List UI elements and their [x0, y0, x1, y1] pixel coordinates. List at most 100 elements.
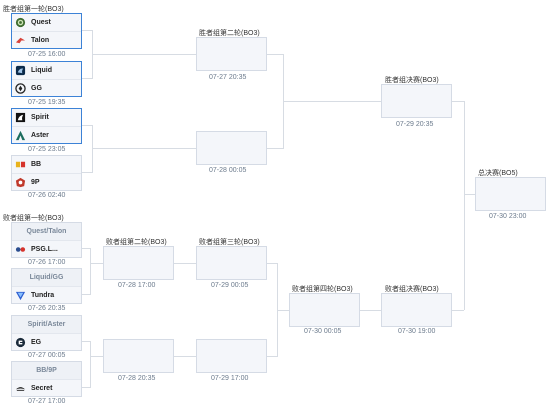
- team-row[interactable]: PSG.L...: [12, 240, 81, 257]
- bracket-connector: [90, 356, 103, 357]
- bracket-connector: [82, 172, 92, 173]
- pending-teams-label: Quest/Talon: [12, 223, 81, 240]
- bracket-connector: [82, 78, 92, 79]
- match-time: 07-30 23:00: [489, 213, 527, 220]
- team-name: GG: [31, 84, 42, 92]
- team-name: Tundra: [31, 291, 55, 299]
- team-row[interactable]: Talon: [12, 31, 81, 48]
- talon-logo-icon: [15, 35, 26, 46]
- match-time: 07-26 17:00: [28, 259, 66, 266]
- match-time: 07-28 20:35: [118, 375, 156, 382]
- match-time: 07-27 17:00: [28, 398, 66, 405]
- bracket-connector: [452, 310, 464, 311]
- 9p-logo-icon: [15, 177, 26, 188]
- match-time: 07-30 19:00: [398, 328, 436, 335]
- losers-round4-match[interactable]: [289, 293, 360, 327]
- team-row[interactable]: EG: [12, 333, 81, 350]
- bracket-connector: [90, 263, 103, 264]
- team-row[interactable]: Quest: [12, 14, 81, 31]
- bracket-connector: [82, 248, 90, 249]
- bracket-connector: [90, 248, 91, 295]
- match-time: 07-27 20:35: [209, 74, 247, 81]
- team-name: Talon: [31, 36, 50, 44]
- losers-round3-title: 败者组第三轮(BO3): [199, 239, 260, 246]
- match-time: 07-29 00:05: [211, 282, 249, 289]
- team-name: BB: [31, 161, 42, 168]
- losers-round3-match-1[interactable]: [196, 246, 267, 280]
- team-name: PSG.L...: [31, 245, 58, 253]
- bb-logo-icon: [15, 159, 26, 170]
- bracket-connector: [360, 310, 381, 311]
- eg-logo-icon: [15, 337, 26, 348]
- match-time: 07-28 17:00: [118, 282, 156, 289]
- gg-logo-icon: [15, 82, 26, 94]
- team-row[interactable]: Tundra: [12, 286, 81, 303]
- match-time: 07-26 20:35: [28, 305, 66, 312]
- bracket-connector: [464, 194, 475, 195]
- tundra-logo-icon: [15, 290, 26, 301]
- match-time: 07-30 00:05: [304, 328, 342, 335]
- losers-match-4[interactable]: BB/9P Secret: [11, 361, 82, 397]
- match-time: 07-29 20:35: [396, 121, 434, 128]
- liquid-logo-icon: [15, 65, 26, 76]
- winners-match-1[interactable]: Quest Talon: [11, 13, 82, 49]
- secret-logo-icon: [15, 383, 26, 394]
- winners-round2-title: 胜者组第二轮(BO3): [199, 30, 260, 37]
- bracket-connector: [92, 148, 196, 149]
- team-name: Secret: [31, 384, 53, 392]
- bracket-connector: [283, 101, 381, 102]
- bracket-connector: [92, 54, 196, 55]
- bracket-connector: [267, 263, 277, 264]
- losers-round3-match-2[interactable]: [196, 339, 267, 373]
- losers-round2-match-2[interactable]: [103, 339, 174, 373]
- winners-final-title: 胜者组决赛(BO3): [385, 77, 439, 84]
- losers-match-2[interactable]: Liquid/GG Tundra: [11, 268, 82, 304]
- losers-match-1[interactable]: Quest/Talon PSG.L...: [11, 222, 82, 258]
- winners-round2-match-2[interactable]: [196, 131, 267, 165]
- team-row[interactable]: 9P: [12, 173, 81, 190]
- bracket-connector: [277, 310, 289, 311]
- pending-teams-label: Spirit/Aster: [12, 316, 81, 333]
- psg-lgd-logo-icon: [15, 244, 26, 255]
- winners-match-4[interactable]: BB 9P: [11, 155, 82, 191]
- bracket-connector: [452, 101, 464, 102]
- team-row[interactable]: Liquid: [12, 62, 81, 79]
- bracket-connector: [267, 54, 283, 55]
- pending-teams-label: BB/9P: [12, 362, 81, 379]
- bracket-connector: [267, 148, 283, 149]
- match-time: 07-25 23:05: [28, 146, 66, 153]
- team-row[interactable]: Secret: [12, 379, 81, 396]
- winners-match-3[interactable]: Spirit Aster: [11, 108, 82, 144]
- winners-round2-match-1[interactable]: [196, 37, 267, 71]
- team-name: Spirit: [31, 114, 49, 121]
- spirit-logo-icon: [15, 112, 26, 123]
- losers-round1-title: 败者组第一轮(BO3): [3, 215, 64, 222]
- grand-final-match[interactable]: [475, 177, 546, 211]
- team-name: Liquid: [31, 67, 52, 74]
- losers-round2-match-1[interactable]: [103, 246, 174, 280]
- match-time: 07-27 00:05: [28, 352, 66, 359]
- team-row[interactable]: Spirit: [12, 109, 81, 126]
- bracket-connector: [82, 341, 90, 342]
- bracket-connector: [267, 356, 277, 357]
- team-row[interactable]: GG: [12, 79, 81, 96]
- bracket-connector: [82, 30, 92, 31]
- bracket-connector: [82, 294, 90, 295]
- losers-round4-title: 败者组第四轮(BO3): [292, 286, 353, 293]
- match-time: 07-25 19:35: [28, 99, 66, 106]
- quest-logo-icon: [15, 17, 26, 28]
- match-time: 07-26 02:40: [28, 192, 66, 199]
- winners-final-match[interactable]: [381, 84, 452, 118]
- team-row[interactable]: Aster: [12, 126, 81, 143]
- losers-final-match[interactable]: [381, 293, 452, 327]
- bracket-connector: [90, 341, 91, 388]
- losers-round2-title: 败者组第二轮(BO3): [106, 239, 167, 246]
- team-name: EG: [31, 338, 42, 346]
- team-name: 9P: [31, 178, 40, 186]
- match-time: 07-28 00:05: [209, 167, 247, 174]
- winners-match-2[interactable]: Liquid GG: [11, 61, 82, 97]
- bracket-connector: [174, 356, 196, 357]
- bracket-connector: [82, 125, 92, 126]
- team-row[interactable]: BB: [12, 156, 81, 173]
- losers-match-3[interactable]: Spirit/Aster EG: [11, 315, 82, 351]
